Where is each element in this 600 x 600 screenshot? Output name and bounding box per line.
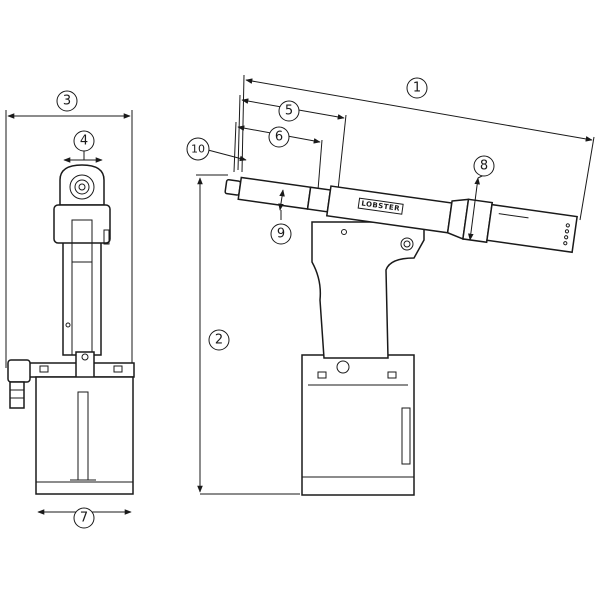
svg-text:6: 6	[275, 130, 283, 145]
svg-text:8: 8	[480, 159, 488, 174]
dimension-label-6: 6	[268, 126, 290, 148]
dimension-line-8	[468, 177, 480, 241]
svg-text:9: 9	[277, 227, 285, 242]
svg-text:5: 5	[285, 104, 293, 119]
dimension-label-2: 2	[208, 329, 230, 351]
dimension-line-1	[245, 78, 593, 142]
side-view: LOBSTER	[196, 74, 595, 496]
dimension-label-9: 9	[270, 223, 292, 245]
dimension-label-7: 7	[73, 507, 95, 529]
dimension-label-4: 4	[73, 130, 95, 152]
svg-text:2: 2	[215, 333, 223, 348]
svg-text:7: 7	[80, 511, 88, 526]
dimension-label-10: 10	[186, 137, 210, 161]
dimension-label-3: 3	[56, 90, 78, 112]
front-view	[5, 110, 135, 495]
dimension-label-5: 5	[278, 100, 300, 122]
svg-text:10: 10	[191, 143, 205, 156]
dimension-label-1: 1	[406, 77, 428, 99]
dimension-line-10	[207, 149, 247, 162]
svg-text:1: 1	[413, 81, 421, 96]
dimension-labels: 1 2 3 4 5 6 7 8 9 10	[56, 77, 495, 529]
svg-text:4: 4	[80, 134, 88, 149]
dimension-line-9	[278, 189, 285, 211]
dimension-label-8: 8	[473, 155, 495, 177]
svg-text:3: 3	[63, 94, 71, 109]
